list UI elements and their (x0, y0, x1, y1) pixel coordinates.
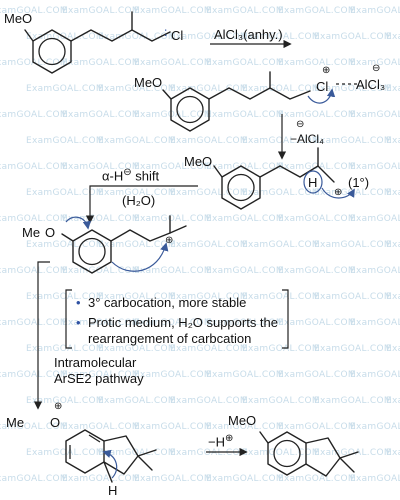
s4-methoxy-o: O (45, 225, 56, 240)
s2-chlorine-label: Cl (316, 79, 329, 94)
structure-2-aromatic-circle (176, 95, 204, 124)
notes-bracket-right (282, 289, 289, 349)
shift-label: α-H⊖ shift (102, 167, 160, 184)
s2-cl-plus: ⊕ (322, 65, 331, 76)
structure-1-alkyl-chloride (24, 11, 171, 74)
note-line-1: 3° carbocation, more stable (88, 295, 247, 310)
s3-hydrogen-label: H (308, 175, 318, 190)
s3-primary-label: (1°) (348, 175, 370, 190)
structure-1-methoxy-bond (24, 29, 34, 42)
product-gem-dimethyl (339, 451, 359, 473)
s5-o-label: O (50, 415, 61, 430)
s2-alcl3-label: AlCl₃ (356, 77, 386, 92)
structure-4-methoxy-bond (61, 233, 74, 242)
structure-5-five-ring (103, 435, 139, 475)
structure-1-side-chain (70, 29, 171, 42)
structure-4-gem-dimethyl (169, 215, 187, 234)
curly-arrow-rearomatization (102, 449, 118, 479)
product-structure (259, 431, 359, 477)
curly-arrow-cl-departure (307, 88, 336, 104)
structure-5-ring (65, 429, 105, 474)
structure-5-c-h-bond (103, 461, 113, 483)
note-bullet-1: • (76, 295, 81, 310)
shift-medium: (H₂O) (122, 193, 156, 208)
curly-arrow-oxygen-push (65, 216, 92, 230)
structure-2-side-chain (208, 87, 311, 100)
structure-2-complex (162, 71, 360, 132)
s3-plus: ⊕ (334, 187, 343, 198)
s4-plus: ⊕ (165, 235, 174, 246)
structure-5-double-bond-2 (88, 434, 101, 443)
s1-lone-pair-dots: : (164, 25, 168, 39)
curly-arrow-hydride-shift (321, 187, 355, 199)
structure-4-side-chain (110, 229, 171, 242)
s1-chlorine-label: Cl (171, 28, 184, 43)
structure-3-aromatic-circle (227, 173, 255, 202)
product-methoxy-label: MeO (228, 413, 257, 428)
structure-4-aromatic-circle (78, 237, 106, 266)
note-line-2: Protic medium, H₂O supports the (88, 315, 279, 330)
s2-al-minus: ⊖ (372, 63, 381, 74)
note-line-3: rearrangement of carbcation (88, 331, 252, 346)
arrow2-reagent: −AlCl₄ (290, 132, 324, 146)
notes-bracket (65, 289, 289, 349)
arrow5-reagent-text: −H (208, 434, 225, 450)
cyclization-arrow (33, 261, 50, 410)
shift-label-suffix: shift (131, 168, 160, 184)
arrow5-reagent-charge: ⊕ (224, 433, 234, 444)
product-methoxy-bond (259, 431, 269, 444)
s5-hydrogen-label: H (108, 483, 118, 498)
shift-arrow (85, 185, 198, 224)
arrow1-reagent: AlCl₃(anhy.) (214, 27, 283, 42)
structure-5-gem-dimethyl (137, 449, 157, 471)
arrow5-reagent: −H⊕ (208, 433, 234, 450)
s5-plus: ⊕ (54, 401, 63, 412)
arrow2-minus: ⊖ (296, 119, 305, 130)
structure-3-methoxy-bond (213, 165, 223, 178)
structure-3-primary-carbocation (213, 147, 355, 210)
s4-methoxy-me: Me (22, 225, 41, 240)
structure-2-methoxy-bond (162, 89, 172, 100)
s1-methoxy-label: MeO (4, 11, 33, 26)
s2-methoxy-label: MeO (134, 75, 163, 90)
structure-5-wheland-intermediate (65, 429, 157, 483)
structure-3-ch2-bond (317, 165, 335, 183)
s5-me-label: Me (6, 415, 25, 430)
notes-bracket-left (65, 289, 72, 349)
structure-3-h-circle (303, 170, 323, 194)
pathway-line-2: ArSE2 pathway (54, 371, 144, 386)
curly-arrow-ring-attack (111, 242, 169, 272)
product-five-ring (305, 437, 341, 477)
product-aromatic-circle (273, 439, 301, 468)
pathway-line-1: Intramolecular (54, 355, 137, 370)
shift-label-charge: ⊖ (123, 167, 132, 178)
s3-methoxy-label: MeO (184, 154, 213, 169)
note-bullet-2: • (76, 315, 81, 330)
structure-1-aromatic-circle (38, 37, 66, 66)
shift-label-text: α-H (102, 168, 124, 184)
structure-4-tertiary-carbocation (61, 215, 187, 274)
